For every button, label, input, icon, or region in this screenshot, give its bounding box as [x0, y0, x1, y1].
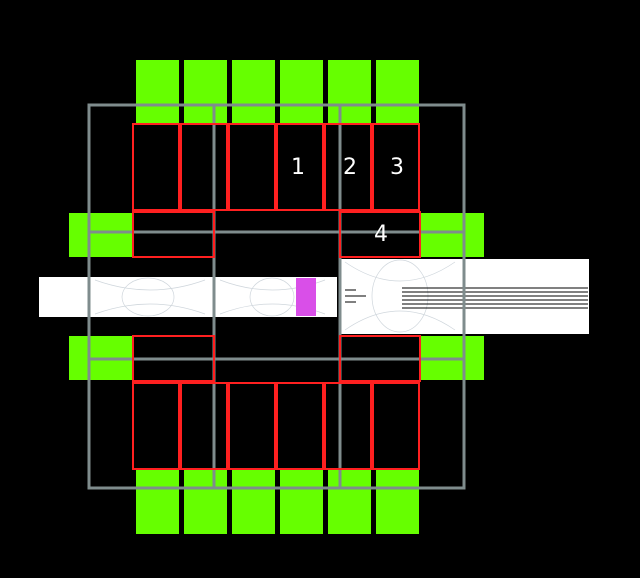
electrode-outline — [228, 123, 276, 211]
electrode-outline — [372, 382, 420, 470]
electrode-outline — [228, 382, 276, 470]
pad — [136, 470, 179, 534]
electrode-outline — [276, 382, 324, 470]
electrode-outline — [276, 123, 324, 211]
pad — [232, 60, 275, 124]
top-electrode-outlines — [132, 123, 421, 258]
bottom-electrode-outlines — [132, 335, 421, 470]
pad — [328, 60, 371, 124]
pad — [184, 470, 227, 534]
magenta-marker — [296, 278, 316, 316]
waveguide-strips — [39, 259, 589, 334]
pad — [376, 470, 419, 534]
pad — [376, 60, 419, 124]
electrode-outline — [180, 123, 228, 211]
electrode-outline — [372, 123, 420, 211]
electrode-outline — [132, 123, 180, 211]
pad — [184, 60, 227, 124]
bottom-pad-row — [136, 470, 419, 534]
outer-frame — [87, 103, 466, 490]
electrode-outline — [324, 123, 372, 211]
pad — [280, 470, 323, 534]
grey-frames — [87, 103, 466, 490]
pad — [69, 213, 133, 257]
pad — [232, 470, 275, 534]
right-strip-lines — [345, 287, 588, 309]
region-labels: 1 2 3 4 — [291, 155, 404, 247]
pad — [280, 60, 323, 124]
left-strip — [39, 277, 337, 317]
region-label-1: 1 — [291, 155, 305, 180]
upper-band-right — [339, 211, 421, 258]
pad — [420, 213, 484, 257]
lower-band-right — [339, 335, 421, 382]
region-label-4: 4 — [374, 222, 388, 247]
pad — [136, 60, 179, 124]
electrode-outline — [180, 382, 228, 470]
electrode-outline — [132, 382, 180, 470]
pad — [328, 470, 371, 534]
region-label-2: 2 — [343, 155, 357, 180]
electrode-outline — [324, 382, 372, 470]
top-pad-row — [136, 60, 419, 124]
region-label-3: 3 — [390, 155, 404, 180]
upper-band-left — [132, 211, 215, 258]
lower-band-left — [132, 335, 215, 382]
